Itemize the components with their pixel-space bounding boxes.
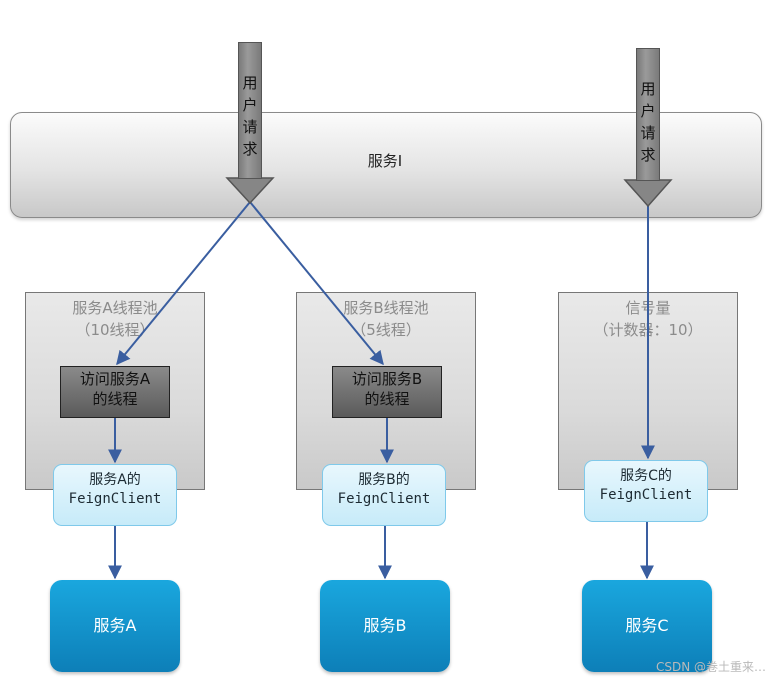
pool-a-title: 服务A线程池 xyxy=(72,299,158,317)
feign-client-b: 服务B的 FeignClient xyxy=(322,464,446,526)
user-request-label-left: 用 户 请 求 xyxy=(242,74,258,158)
connector-request-to-thread-b xyxy=(249,201,384,366)
thread-a-line1: 访问服务A xyxy=(79,370,151,388)
feign-client-a: 服务A的 FeignClient xyxy=(53,464,177,526)
pool-b-title: 服务B线程池 xyxy=(343,299,429,317)
thread-b-line1: 访问服务B xyxy=(351,370,423,388)
feign-a-line1: 服务A的 xyxy=(89,472,141,488)
feign-c-line1: 服务C的 xyxy=(620,468,672,484)
user-request-label-right: 用 户 请 求 xyxy=(640,80,656,164)
watermark: CSDN @卷土重来… xyxy=(655,660,766,674)
thread-b-box: 访问服务B 的线程 xyxy=(332,366,442,418)
user-request-arrow-left xyxy=(238,42,262,179)
pool-b-subtitle: （5线程） xyxy=(351,321,421,339)
feign-a-line2: FeignClient xyxy=(68,491,162,507)
user-request-arrow-right xyxy=(636,48,660,181)
connector-request-to-thread-a xyxy=(116,201,251,366)
thread-a-line2: 的线程 xyxy=(92,390,138,408)
feign-b-line1: 服务B的 xyxy=(358,472,410,488)
thread-b-line2: 的线程 xyxy=(364,390,410,408)
feign-c-line2: FeignClient xyxy=(599,487,693,503)
pool-a-subtitle: （10线程） xyxy=(75,321,155,339)
feign-client-c: 服务C的 FeignClient xyxy=(584,460,708,522)
service-i-label: 服务I xyxy=(367,152,403,170)
thread-a-box: 访问服务A 的线程 xyxy=(60,366,170,418)
service-a-box: 服务A xyxy=(50,580,180,672)
service-c-box: 服务C xyxy=(582,580,712,672)
user-request-arrowhead-right xyxy=(623,179,673,208)
feign-b-line2: FeignClient xyxy=(337,491,431,507)
user-request-arrowhead-left xyxy=(225,177,275,205)
service-b-box: 服务B xyxy=(320,580,450,672)
